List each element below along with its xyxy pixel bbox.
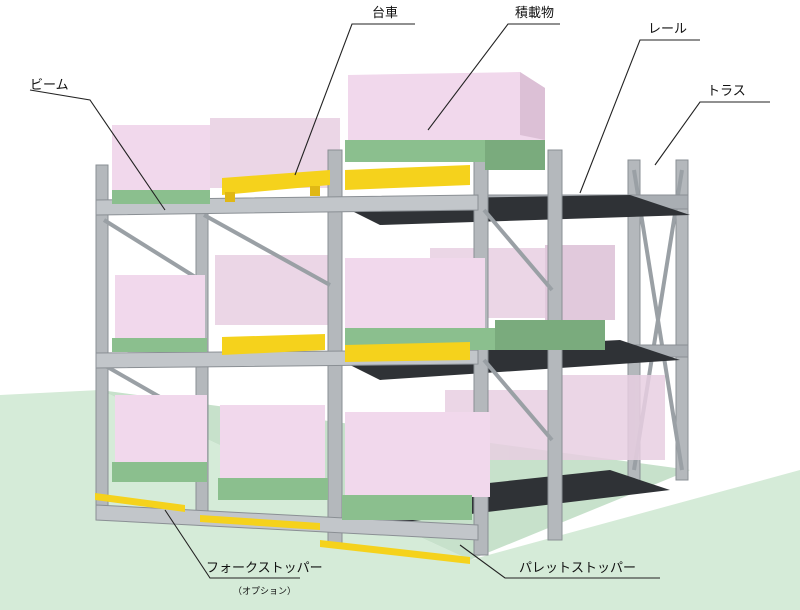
middle-loads <box>112 258 605 352</box>
fork-stopper-label: フォークストッパー <box>206 561 323 576</box>
beam-label: ビーム <box>30 78 69 93</box>
load-leader <box>427 23 560 131</box>
truss-leader <box>654 101 770 166</box>
rail-label: レール <box>648 22 688 37</box>
leader-lines <box>29 23 770 579</box>
pallet-stopper-leader <box>459 544 660 579</box>
rail-leader <box>579 39 700 194</box>
top-cart <box>222 165 470 202</box>
middle-cart <box>222 334 470 362</box>
fork-stopper-leader <box>164 509 300 579</box>
bottom-loads <box>112 395 490 520</box>
truss-label: トラス <box>707 84 746 99</box>
fork-stoppers <box>95 493 470 564</box>
pallet-stopper-label: パレットストッパー <box>519 561 637 576</box>
beam-leader <box>29 89 166 211</box>
load-label: 積載物 <box>515 6 555 21</box>
top-loads <box>112 72 545 204</box>
option-note: （オプション） <box>233 587 297 597</box>
cart-label: 台車 <box>372 6 399 21</box>
cart-leader <box>294 23 415 176</box>
